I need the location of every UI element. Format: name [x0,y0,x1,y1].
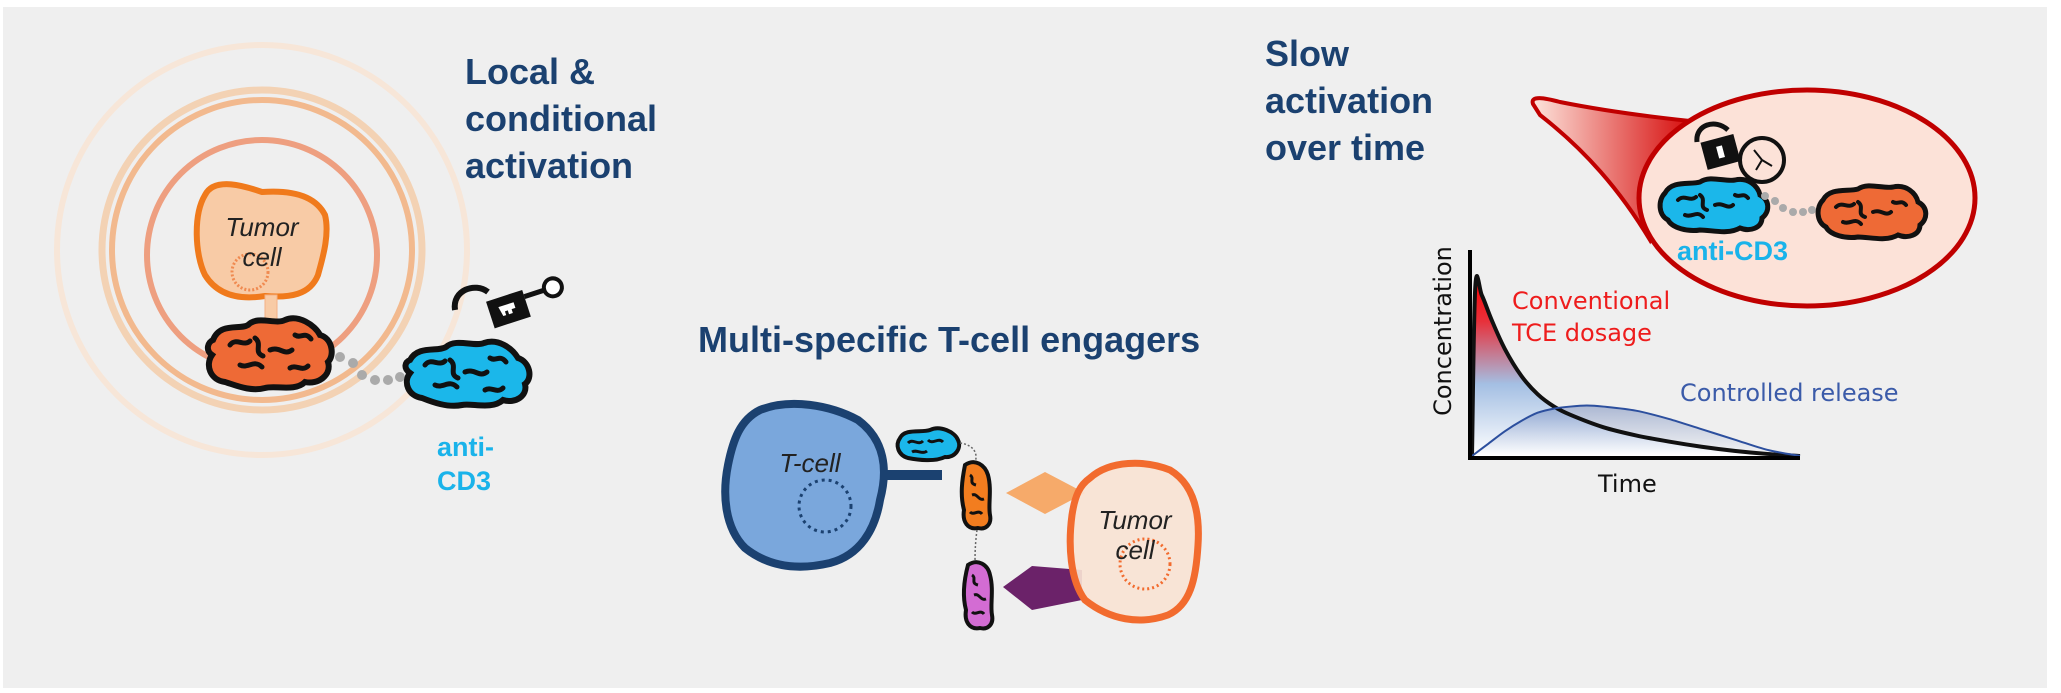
concentration-time-chart [1468,250,1801,460]
tumor-nucleus-middle [1118,537,1172,591]
local-activation-heading: Local & conditional activation [465,48,657,189]
activation-ring-3 [98,86,426,414]
y-axis-label: Concentration [1429,246,1457,416]
tumor-binder-protein-left [204,315,335,393]
t-cell-nucleus [797,478,853,534]
label-line: anti- [437,432,494,462]
linker-dots-left [335,352,405,385]
multi-specific-heading: Multi-specific T-cell engagers [698,319,1201,360]
linker-dotted [959,442,977,463]
controlled-series-area [1472,405,1800,456]
tumor-antigen-pentagon [1003,566,1082,610]
t-cell-label: T-cell [779,448,841,478]
tumor-cell-label-middle: Tumor cell [1090,505,1180,565]
locked-padlock-timer-icon [1694,121,1786,184]
legend-line: Conventional [1512,287,1671,315]
activation-ring-2 [109,97,415,403]
tumor-binder-domain-pink [961,560,995,631]
heading-line: over time [1265,127,1426,168]
linker-dots-right [1761,192,1816,216]
t-cell [721,399,888,571]
heading-line: Slow [1265,33,1350,74]
anti-cd3-protein-right [1657,176,1771,235]
tumor-binder-protein-right [1815,183,1929,242]
tumor-binder-domain-orange [959,460,993,531]
legend-conventional: Conventional TCE dosage [1512,285,1670,349]
tumor-nucleus-left [230,252,270,292]
tumor-cell-label-left: Tumor cell [210,212,314,272]
label-line: Tumor [225,212,299,242]
heading-line: Local & [465,51,596,92]
heading-line: activation [1265,80,1434,121]
controlled-series-line [1471,404,1801,457]
label-line: cell [1115,535,1155,565]
anti-cd3-protein-left [402,338,533,409]
label-line: Tumor [1098,505,1172,535]
heading-line: conditional [465,98,657,139]
activation-ring-outer [54,42,470,458]
heading-line: activation [465,145,634,186]
tcr-receptor [880,470,942,480]
anti-cd3-label-left: anti- CD3 [437,430,494,498]
x-axis-label: Time [1598,470,1657,498]
tumor-cell-left [193,181,330,301]
tumor-antigen-diamond [1006,472,1085,514]
anti-cd3-domain-small [895,426,962,463]
label-line: cell [242,242,282,272]
legend-line: TCE dosage [1512,319,1652,347]
unlocked-padlock-key-icon [451,276,564,329]
slow-activation-heading: Slow activation over time [1265,30,1433,171]
legend-controlled-release: Controlled release [1680,379,1899,407]
anti-cd3-label-right: anti-CD3 [1677,236,1789,266]
label-line: CD3 [437,466,492,496]
